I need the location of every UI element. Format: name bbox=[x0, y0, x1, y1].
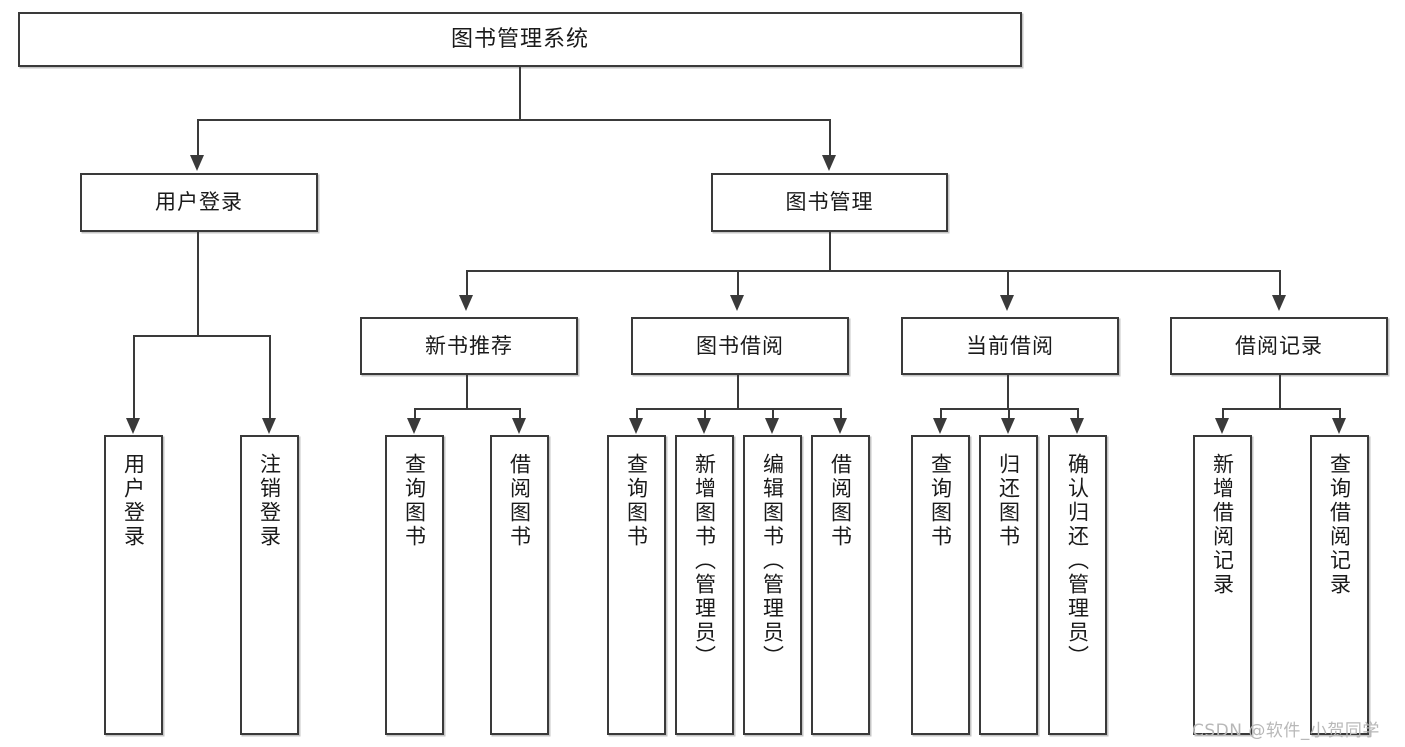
arrowhead-leaf-edit-book bbox=[765, 418, 779, 434]
connector-nbr-branch-1 bbox=[414, 408, 416, 420]
connector-bb-branch-2 bbox=[704, 408, 706, 420]
node-book-borrow[interactable]: 图书借阅 bbox=[631, 317, 849, 375]
connector-book-management-stem bbox=[829, 232, 831, 270]
arrowhead-new-book-recommend bbox=[459, 295, 473, 311]
connector-cb-branch-2 bbox=[1008, 408, 1010, 420]
arrowhead-book-management bbox=[822, 155, 836, 171]
leaf-user-login[interactable]: 用户登录 bbox=[104, 435, 163, 735]
arrowhead-leaf-user-login bbox=[126, 418, 140, 434]
leaf-add-book[interactable]: 新增图书（管理员） bbox=[675, 435, 734, 735]
connector-user-login-branch-1 bbox=[133, 335, 135, 420]
connector-bb-branch-1 bbox=[636, 408, 638, 420]
node-label: 查询借阅记录 bbox=[1327, 453, 1352, 597]
connector-bm-branch-4 bbox=[1279, 270, 1281, 297]
leaf-return-book[interactable]: 归还图书 bbox=[979, 435, 1038, 735]
leaf-edit-book[interactable]: 编辑图书（管理员） bbox=[743, 435, 802, 735]
connector-bm-branch-1 bbox=[466, 270, 468, 297]
connector-bb-branch-3 bbox=[772, 408, 774, 420]
arrowhead-leaf-borrow-book-1 bbox=[512, 418, 526, 434]
arrowhead-leaf-return-book bbox=[1001, 418, 1015, 434]
node-borrow-record[interactable]: 借阅记录 bbox=[1170, 317, 1388, 375]
connector-br-branch-1 bbox=[1222, 408, 1224, 420]
node-label: 查询图书 bbox=[402, 453, 427, 549]
leaf-query-borrow-record[interactable]: 查询借阅记录 bbox=[1310, 435, 1369, 735]
connector-bm-branch-3 bbox=[1007, 270, 1009, 297]
connector-user-login-stem bbox=[197, 232, 199, 335]
connector-nbr-stem bbox=[466, 375, 468, 408]
node-label: 借阅图书 bbox=[507, 453, 532, 549]
leaf-query-book-borrow[interactable]: 查询图书 bbox=[607, 435, 666, 735]
node-label: 用户登录 bbox=[121, 453, 146, 549]
connector-bm-branch-2 bbox=[737, 270, 739, 297]
node-label: 查询图书 bbox=[624, 453, 649, 549]
node-label: 新增图书（管理员） bbox=[692, 453, 717, 669]
arrowhead-leaf-query-book-1 bbox=[407, 418, 421, 434]
node-label: 当前借阅 bbox=[966, 333, 1054, 358]
leaf-user-logout[interactable]: 注销登录 bbox=[240, 435, 299, 735]
leaf-add-borrow-record[interactable]: 新增借阅记录 bbox=[1193, 435, 1252, 735]
connector-br-bus bbox=[1222, 408, 1339, 410]
connector-br-branch-2 bbox=[1339, 408, 1341, 420]
arrowhead-user-login bbox=[190, 155, 204, 171]
connector-nbr-bus bbox=[414, 408, 519, 410]
arrowhead-leaf-query-record bbox=[1332, 418, 1346, 434]
arrowhead-book-borrow bbox=[730, 295, 744, 311]
connector-book-management-bus bbox=[466, 270, 1279, 272]
connector-bb-stem bbox=[737, 375, 739, 408]
connector-cb-stem bbox=[1007, 375, 1009, 408]
node-current-borrow[interactable]: 当前借阅 bbox=[901, 317, 1119, 375]
connector-bb-branch-4 bbox=[840, 408, 842, 420]
connector-bb-bus bbox=[636, 408, 840, 410]
node-book-management[interactable]: 图书管理 bbox=[711, 173, 948, 232]
arrowhead-leaf-add-record bbox=[1215, 418, 1229, 434]
node-label: 新增借阅记录 bbox=[1210, 453, 1235, 597]
node-label: 借阅图书 bbox=[828, 453, 853, 549]
node-label: 新书推荐 bbox=[425, 333, 513, 358]
leaf-query-book-recommend[interactable]: 查询图书 bbox=[385, 435, 444, 735]
leaf-borrow-book-recommend[interactable]: 借阅图书 bbox=[490, 435, 549, 735]
node-label: 归还图书 bbox=[996, 453, 1021, 549]
connector-root-stem bbox=[519, 67, 521, 119]
connector-nbr-branch-2 bbox=[519, 408, 521, 420]
connector-cb-branch-3 bbox=[1077, 408, 1079, 420]
node-label: 用户登录 bbox=[155, 190, 243, 215]
leaf-borrow-book[interactable]: 借阅图书 bbox=[811, 435, 870, 735]
node-label: 查询图书 bbox=[928, 453, 953, 549]
connector-root-bus bbox=[197, 119, 829, 121]
connector-cb-branch-1 bbox=[940, 408, 942, 420]
connector-user-login-bus bbox=[133, 335, 269, 337]
csdn-watermark: CSDN @软件_小贺同学 bbox=[1192, 721, 1380, 741]
node-label: 图书借阅 bbox=[696, 333, 784, 358]
node-label: 编辑图书（管理员） bbox=[760, 453, 785, 669]
arrowhead-leaf-borrow-book-2 bbox=[833, 418, 847, 434]
connector-root-to-user-login bbox=[197, 119, 199, 157]
arrowhead-leaf-query-book-2 bbox=[629, 418, 643, 434]
node-label: 图书管理 bbox=[785, 190, 874, 215]
node-label: 确认归还（管理员） bbox=[1065, 453, 1090, 669]
node-new-book-recommend[interactable]: 新书推荐 bbox=[360, 317, 578, 375]
arrowhead-leaf-confirm-return bbox=[1070, 418, 1084, 434]
arrowhead-leaf-add-book bbox=[697, 418, 711, 434]
connector-user-login-branch-2 bbox=[269, 335, 271, 420]
node-label: 图书管理系统 bbox=[450, 26, 589, 52]
node-user-login[interactable]: 用户登录 bbox=[80, 173, 318, 232]
connector-br-stem bbox=[1279, 375, 1281, 408]
leaf-query-book-current[interactable]: 查询图书 bbox=[911, 435, 970, 735]
arrowhead-current-borrow bbox=[1000, 295, 1014, 311]
arrowhead-borrow-record bbox=[1272, 295, 1286, 311]
connector-root-to-book-management bbox=[829, 119, 831, 157]
arrowhead-leaf-user-logout bbox=[262, 418, 276, 434]
arrowhead-leaf-query-book-3 bbox=[933, 418, 947, 434]
leaf-confirm-return[interactable]: 确认归还（管理员） bbox=[1048, 435, 1107, 735]
node-label: 借阅记录 bbox=[1235, 333, 1323, 358]
node-root-system[interactable]: 图书管理系统 bbox=[18, 12, 1022, 67]
node-label: 注销登录 bbox=[257, 453, 282, 549]
